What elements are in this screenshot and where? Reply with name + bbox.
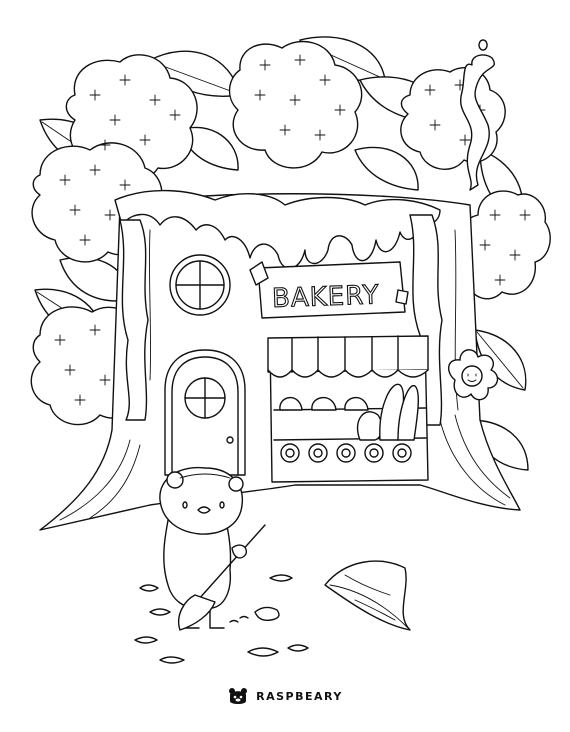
fallen-leaf (324, 560, 411, 631)
broom-handle (197, 524, 266, 601)
awning (267, 335, 429, 378)
brand-name: RASPBEARY (256, 689, 343, 703)
moss-drape (114, 189, 441, 269)
bear-character (159, 466, 266, 631)
chimney-smoke (459, 39, 495, 191)
smiling-flower (448, 349, 499, 401)
round-window (169, 254, 231, 316)
ground-stones (134, 574, 309, 664)
hydrangea-right-top (400, 67, 506, 170)
hydrangea-top-center (228, 40, 363, 169)
pastries-shelf (273, 383, 427, 463)
shop-window (267, 335, 429, 483)
sign-text: BAKERY (272, 280, 380, 314)
front-door (164, 349, 246, 476)
bear-icon (229, 688, 248, 704)
broom-head (178, 594, 216, 631)
brand-footer: RASPBEARY (0, 684, 570, 708)
bakery-sign: BAKERY (249, 261, 409, 319)
